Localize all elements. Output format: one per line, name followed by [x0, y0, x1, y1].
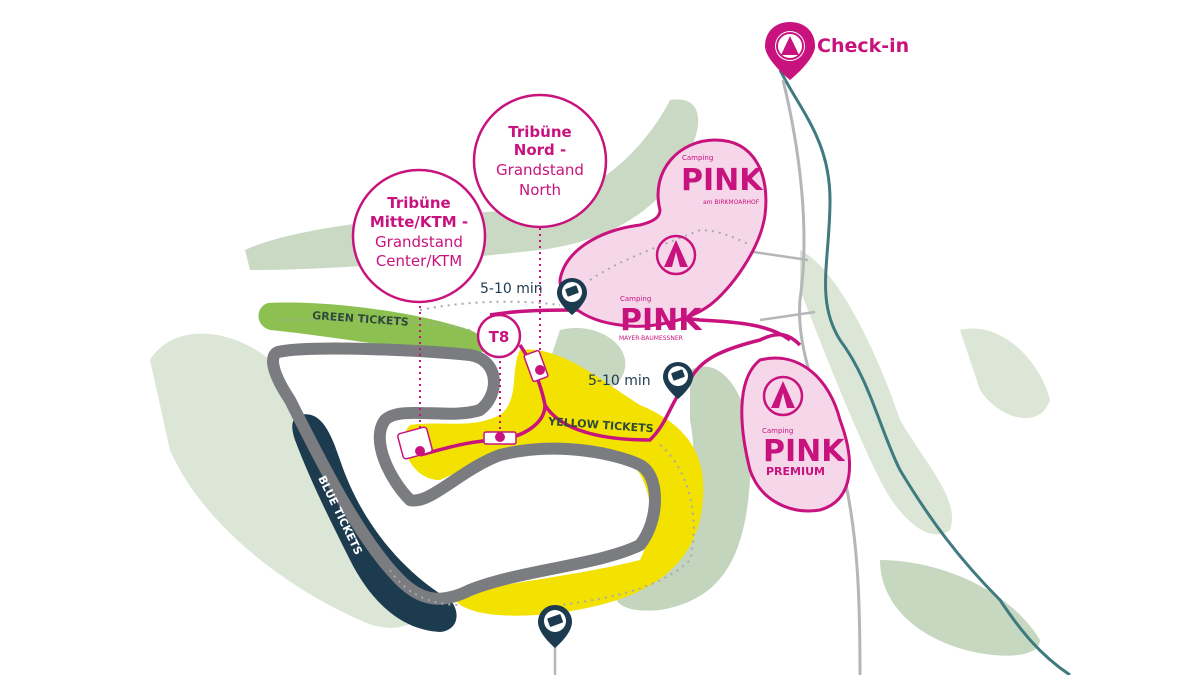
- ticket-pin-icon: [538, 605, 572, 648]
- blue-ticket-zone: [292, 414, 457, 632]
- tent-icon: [655, 234, 697, 276]
- forest-east: [800, 250, 952, 535]
- grandstand-dots: [415, 365, 545, 456]
- callout-title: T8: [489, 328, 510, 346]
- yellow-ticket-zone: [404, 349, 704, 616]
- camp-area-main: [558, 138, 768, 328]
- callout-subtitle-2: Center/KTM: [376, 252, 462, 270]
- camp-brand: PINK: [620, 303, 703, 338]
- road-branch-2: [759, 310, 816, 322]
- callout-subtitle-1: Grandstand: [375, 233, 463, 251]
- walk-time-label: 5-10 min: [480, 281, 543, 297]
- camp-small-label: Camping: [682, 154, 713, 162]
- green-ticket-zone: [258, 302, 485, 356]
- campsite-premium: Camping PINK PREMIUM: [740, 356, 851, 513]
- race-track: [267, 342, 661, 605]
- callout-title-1: Tribüne: [387, 194, 450, 212]
- campsite-mayer-baumessner: Camping PINK MAYER-BAUMESSNER: [619, 295, 703, 342]
- callout-title-2: Mitte/KTM -: [370, 213, 468, 231]
- camp-brand: PINK: [763, 434, 846, 469]
- callout-subtitle-1: Grandstand: [496, 161, 584, 179]
- walk-time-label: 5-10 min: [588, 373, 651, 389]
- camp-area-premium: [740, 356, 851, 513]
- camp-sub-label: PREMIUM: [766, 465, 825, 478]
- grandstand-t8-callout[interactable]: T8: [476, 313, 522, 359]
- checkin-marker[interactable]: Check-in: [765, 22, 909, 80]
- ticket-pin-south[interactable]: [538, 605, 572, 648]
- camp-sub-label: MAYER-BAUMESSNER: [619, 335, 683, 342]
- forest-far-east: [960, 328, 1050, 419]
- campsite-birkmoarhof: Camping PINK am BIRKMOARHOF: [558, 138, 768, 328]
- callout-title-1: Tribüne: [508, 123, 571, 141]
- grandstand-connectors: [419, 228, 541, 450]
- callout-subtitle-2: North: [519, 181, 561, 199]
- river: [778, 69, 1071, 675]
- ticket-pin-icon: [557, 278, 587, 315]
- forest-south-east: [615, 366, 752, 611]
- ticket-pin-icon: [663, 362, 693, 399]
- ticket-pin-upper[interactable]: 5-10 min: [480, 278, 587, 315]
- camp-small-label: Camping: [762, 427, 793, 435]
- camp-brand: PINK: [681, 163, 764, 198]
- tent-pin-icon: [765, 22, 815, 80]
- callout-title-2: Nord -: [514, 141, 566, 159]
- tent-icon: [762, 375, 804, 417]
- checkin-label: Check-in: [817, 35, 909, 57]
- grandstand-mitte-callout[interactable]: Tribüne Mitte/KTM - Grandstand Center/KT…: [351, 168, 487, 304]
- camp-sub-label: am BIRKMOARHOF: [703, 199, 760, 206]
- camp-small-label: Camping: [620, 295, 651, 303]
- grandstand-nord-callout[interactable]: Tribüne Nord - Grandstand North: [472, 93, 608, 229]
- forest-east-lower: [880, 560, 1040, 656]
- ticket-pin-lower[interactable]: 5-10 min: [588, 362, 693, 399]
